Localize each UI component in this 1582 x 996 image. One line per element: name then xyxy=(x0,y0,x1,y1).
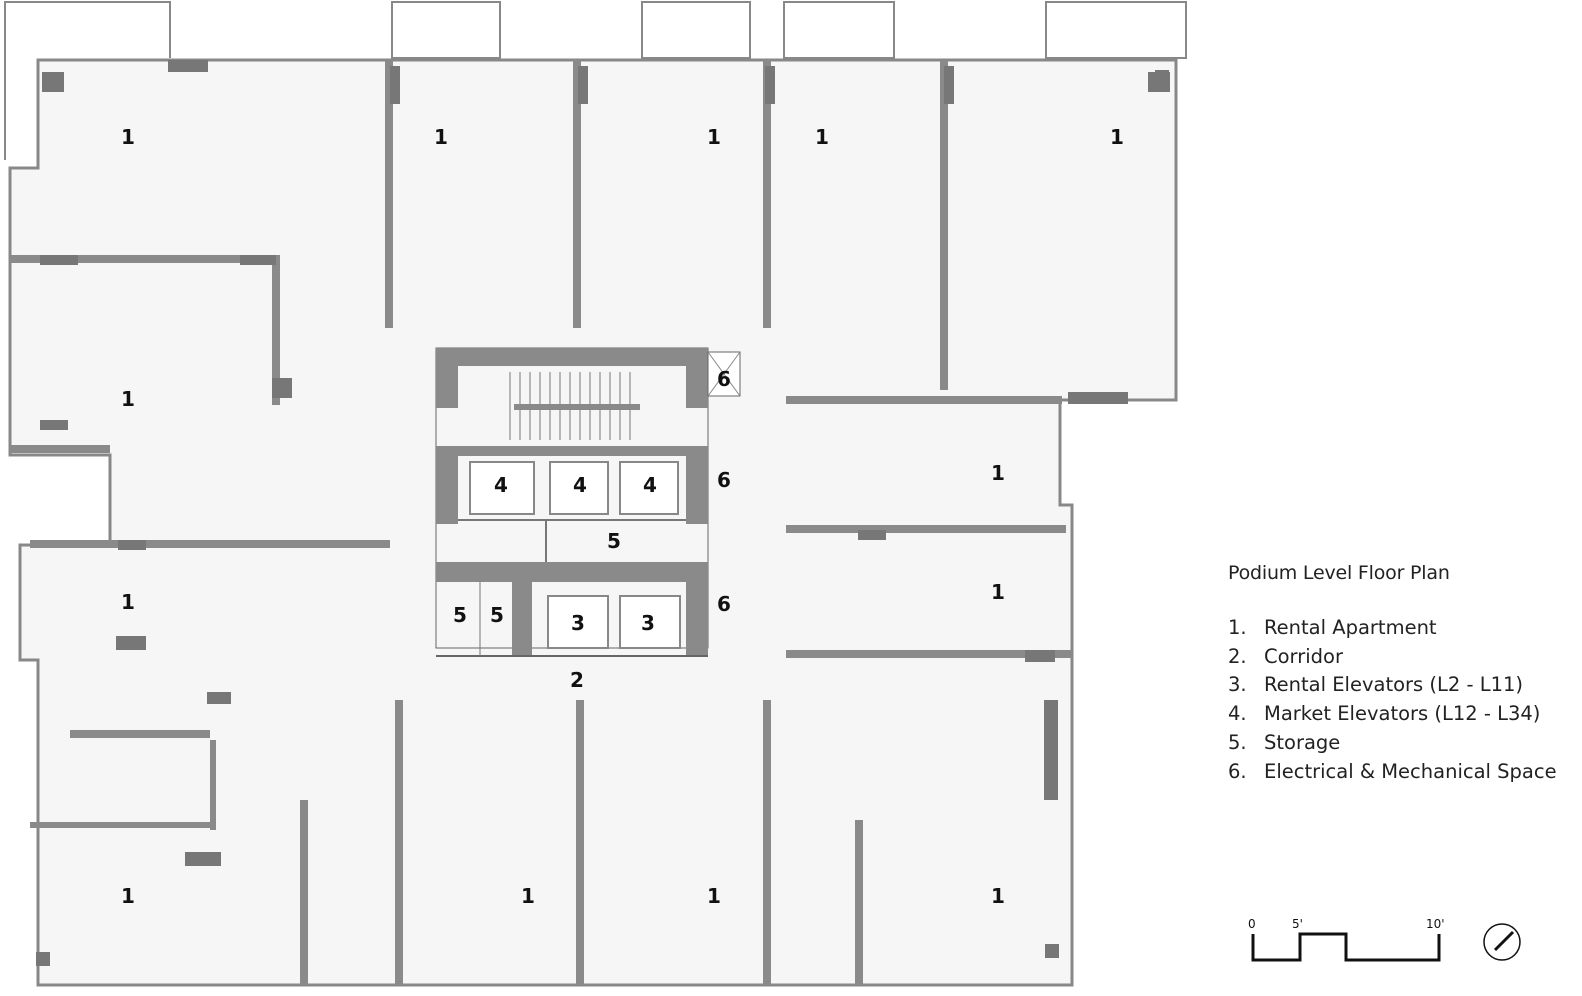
label-apartment-w-upper: 1 xyxy=(121,387,135,411)
legend-item: 1.Rental Apartment xyxy=(1228,616,1437,639)
label-market-elevator-2: 4 xyxy=(573,473,587,497)
north-arrow-icon xyxy=(1483,923,1521,961)
legend-item: 3.Rental Elevators (L2 - L11) xyxy=(1228,673,1524,697)
label-storage-2: 5 xyxy=(490,603,504,627)
label-mechanical-3: 6 xyxy=(717,592,731,616)
label-apartment-e-mid: 1 xyxy=(991,580,1005,604)
label-rental-elevator-2: 3 xyxy=(641,611,655,635)
balconies xyxy=(4,1,1187,160)
label-apartment-s1: 1 xyxy=(521,884,535,908)
room-labels: 1 1 1 1 1 1 1 1 1 1 1 1 1 2 3 3 4 4 4 5 … xyxy=(121,125,1124,908)
building-core xyxy=(435,347,741,657)
legend-item: 2.Corridor xyxy=(1228,644,1343,668)
demising-walls xyxy=(10,60,1072,985)
scale-bar: 0 5' 10' xyxy=(1248,917,1521,962)
label-apartment-n1: 1 xyxy=(434,125,448,149)
label-apartment-se: 1 xyxy=(991,884,1005,908)
label-mechanical-2: 6 xyxy=(717,468,731,492)
scale-tick-10: 10' xyxy=(1426,917,1445,931)
label-apartment-s2: 1 xyxy=(707,884,721,908)
scale-tick-0: 0 xyxy=(1248,917,1256,931)
columns xyxy=(36,60,1170,966)
label-storage-1: 5 xyxy=(453,603,467,627)
label-apartment-w-mid: 1 xyxy=(121,590,135,614)
legend: Podium Level Floor Plan 1.Rental Apartme… xyxy=(1228,562,1557,786)
legend-item: 4.Market Elevators (L12 - L34) xyxy=(1228,702,1541,726)
label-apartment-n2: 1 xyxy=(707,125,721,149)
label-market-elevator-1: 4 xyxy=(494,473,508,497)
label-storage-center: 5 xyxy=(607,529,621,553)
scale-tick-5: 5' xyxy=(1292,917,1303,931)
label-market-elevator-3: 4 xyxy=(643,473,657,497)
label-apartment-n3: 1 xyxy=(815,125,829,149)
label-mechanical-1: 6 xyxy=(717,367,731,391)
legend-list: 1.Rental Apartment 2.Corridor 3.Rental E… xyxy=(1228,614,1557,786)
legend-item: 5.Storage xyxy=(1228,730,1341,754)
legend-item: 6.Electrical & Mechanical Space xyxy=(1228,759,1557,783)
label-corridor: 2 xyxy=(570,668,584,692)
legend-title: Podium Level Floor Plan xyxy=(1228,562,1450,584)
label-apartment-nw: 1 xyxy=(121,125,135,149)
label-apartment-ne: 1 xyxy=(1110,125,1124,149)
floor-plan-drawing: 1 1 1 1 1 1 1 1 1 1 1 1 1 2 3 3 4 4 4 5 … xyxy=(4,1,1187,987)
label-apartment-e-upper: 1 xyxy=(991,461,1005,485)
label-apartment-sw: 1 xyxy=(121,884,135,908)
label-rental-elevator-1: 3 xyxy=(571,611,585,635)
